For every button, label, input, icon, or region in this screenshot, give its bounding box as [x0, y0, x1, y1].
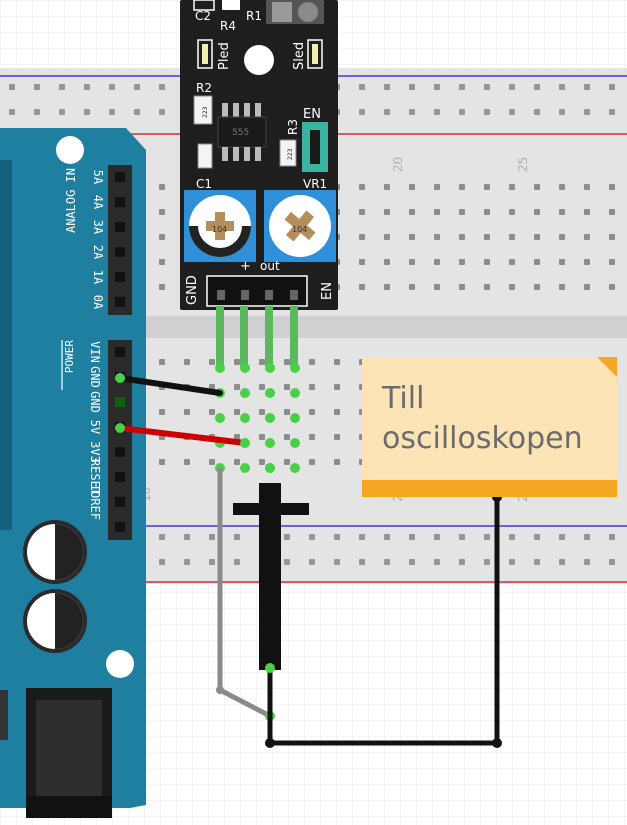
oscilloscope-probe	[233, 463, 309, 673]
analog-pin-label: 2A	[91, 245, 105, 260]
dc-power-jack	[26, 688, 112, 818]
power-header-label: POWER	[63, 340, 76, 373]
label-out: out	[260, 259, 280, 273]
r2-code: 223	[202, 106, 209, 118]
capacitor-2	[23, 589, 87, 653]
power-pin-label-gnd: GND	[88, 391, 102, 413]
analog-pin-label: 5A	[91, 170, 105, 185]
sled-led	[307, 39, 323, 69]
wire-black-scope	[267, 495, 500, 746]
note-text-line1: Till	[381, 381, 424, 416]
r3-code: 223	[287, 148, 294, 160]
module-mounting-hole	[244, 45, 274, 75]
label-pled: Pled	[217, 42, 232, 70]
resistor-r2	[193, 95, 213, 125]
label-r2: R2	[196, 81, 212, 95]
label-vr1: VR1	[303, 177, 327, 191]
capacitor-c1	[197, 143, 213, 169]
analog-pin-label: 3A	[91, 220, 105, 235]
sensor-module: C2 R4 R1 Pled Sled R2 223 555	[180, 0, 338, 310]
module-pins	[216, 306, 298, 366]
capacitor-1	[23, 520, 87, 584]
ic-label: 555	[232, 128, 249, 138]
label-sled: Sled	[292, 42, 307, 70]
resistor-r3	[279, 139, 297, 167]
analog-in-label: ANALOG IN	[64, 168, 78, 233]
analog-pin-label: 0A	[91, 295, 105, 310]
col-label-25: 25	[516, 157, 530, 172]
power-pin-label-reset: RESET	[88, 459, 102, 495]
label-r3: R3	[286, 119, 300, 135]
power-pin-label-5v: 5V	[88, 420, 102, 434]
analog-pin-label: 1A	[91, 270, 105, 285]
pled-led	[197, 39, 213, 69]
analog-pins	[115, 172, 125, 307]
label-plus: +	[240, 259, 251, 274]
wires	[115, 373, 502, 748]
power-pin-label-vin: VIN	[88, 341, 102, 363]
pot-right-code: 104	[292, 225, 307, 234]
arduino-board: ANALOG IN 5A 4A 3A 2A 1A 0A POWER VIN GN…	[0, 128, 146, 818]
analog-pin-label: 4A	[91, 195, 105, 210]
center-channel	[0, 316, 627, 338]
board-edge	[0, 160, 12, 530]
power-header	[108, 340, 132, 540]
potentiometer-right: 104	[264, 190, 336, 262]
usb-connector-edge	[0, 690, 8, 740]
mounting-hole-bottom	[106, 650, 134, 678]
label-c1: C1	[196, 177, 212, 191]
pot-left-code: 104	[212, 225, 227, 234]
label-r1: R1	[246, 9, 262, 23]
power-pin-label-ioref: IOREF	[88, 484, 102, 520]
sticky-note: Till oscilloskopen	[362, 357, 617, 497]
note-text-line2: oscilloskopen	[382, 421, 583, 456]
potentiometer-left: 104	[184, 190, 256, 262]
power-pin-label-3v3: 3V3	[88, 441, 102, 463]
label-c2: C2	[195, 9, 211, 23]
label-r4: R4	[220, 19, 236, 33]
label-gnd: GND	[185, 275, 200, 305]
label-en-top: EN	[303, 107, 321, 122]
wire-5v-red	[117, 425, 248, 446]
analog-header	[108, 165, 132, 315]
mounting-hole-top	[56, 136, 84, 164]
wire-gnd-black	[117, 375, 223, 396]
label-en-bottom: EN	[320, 282, 335, 300]
ic-555: 555	[217, 103, 267, 161]
power-pin-label-gnd: GND	[88, 366, 102, 388]
col-label-20: 20	[391, 157, 405, 172]
